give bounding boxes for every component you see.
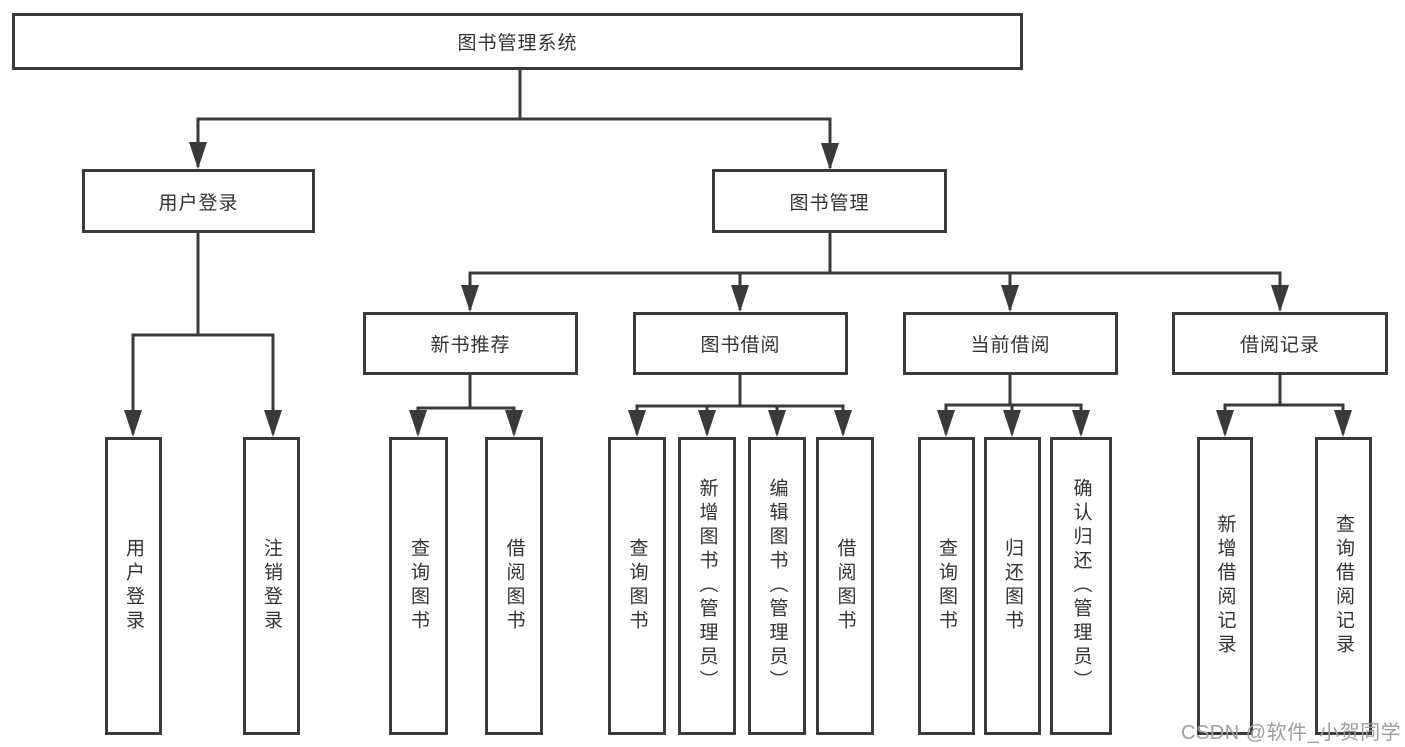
leaf-return-book: 归还图书 [984, 437, 1041, 735]
node-root: 图书管理系统 [12, 13, 1023, 70]
csdn-watermark: CSDN @软件_小贺同学 [1181, 722, 1402, 744]
edge-borrow-records-children [1223, 375, 1345, 434]
leaf-user-login: 用户登录 [105, 437, 162, 735]
node-new-book-recommend: 新书推荐 [363, 312, 578, 375]
leaf-borrow-books-1: 借阅图书 [485, 437, 543, 735]
leaf-query-books-3: 查询图书 [918, 437, 975, 735]
node-book-management: 图书管理 [712, 169, 947, 233]
leaf-add-book-admin: 新增图书（管理员） [678, 437, 736, 735]
leaf-logout: 注销登录 [243, 437, 300, 735]
edge-user-login-children [131, 233, 275, 434]
node-borrow-records: 借阅记录 [1172, 312, 1388, 375]
leaf-borrow-books-2: 借阅图书 [816, 437, 874, 735]
leaf-query-books-2: 查询图书 [608, 437, 666, 735]
leaf-edit-book-admin: 编辑图书（管理员） [748, 437, 806, 735]
leaf-add-borrow-record: 新增借阅记录 [1197, 437, 1253, 735]
edge-book-management-children [468, 233, 1282, 310]
edge-root [196, 69, 832, 168]
node-current-borrow: 当前借阅 [903, 312, 1118, 375]
arrowheads [124, 142, 1352, 437]
node-book-borrow: 图书借阅 [633, 312, 848, 375]
edge-book-borrow-children [635, 375, 845, 434]
node-user-login: 用户登录 [82, 169, 315, 233]
leaf-confirm-return-admin: 确认归还（管理员） [1050, 437, 1112, 735]
leaf-query-borrow-record: 查询借阅记录 [1315, 437, 1372, 735]
leaf-query-books-1: 查询图书 [389, 437, 448, 735]
edge-new-book-children [416, 375, 516, 434]
